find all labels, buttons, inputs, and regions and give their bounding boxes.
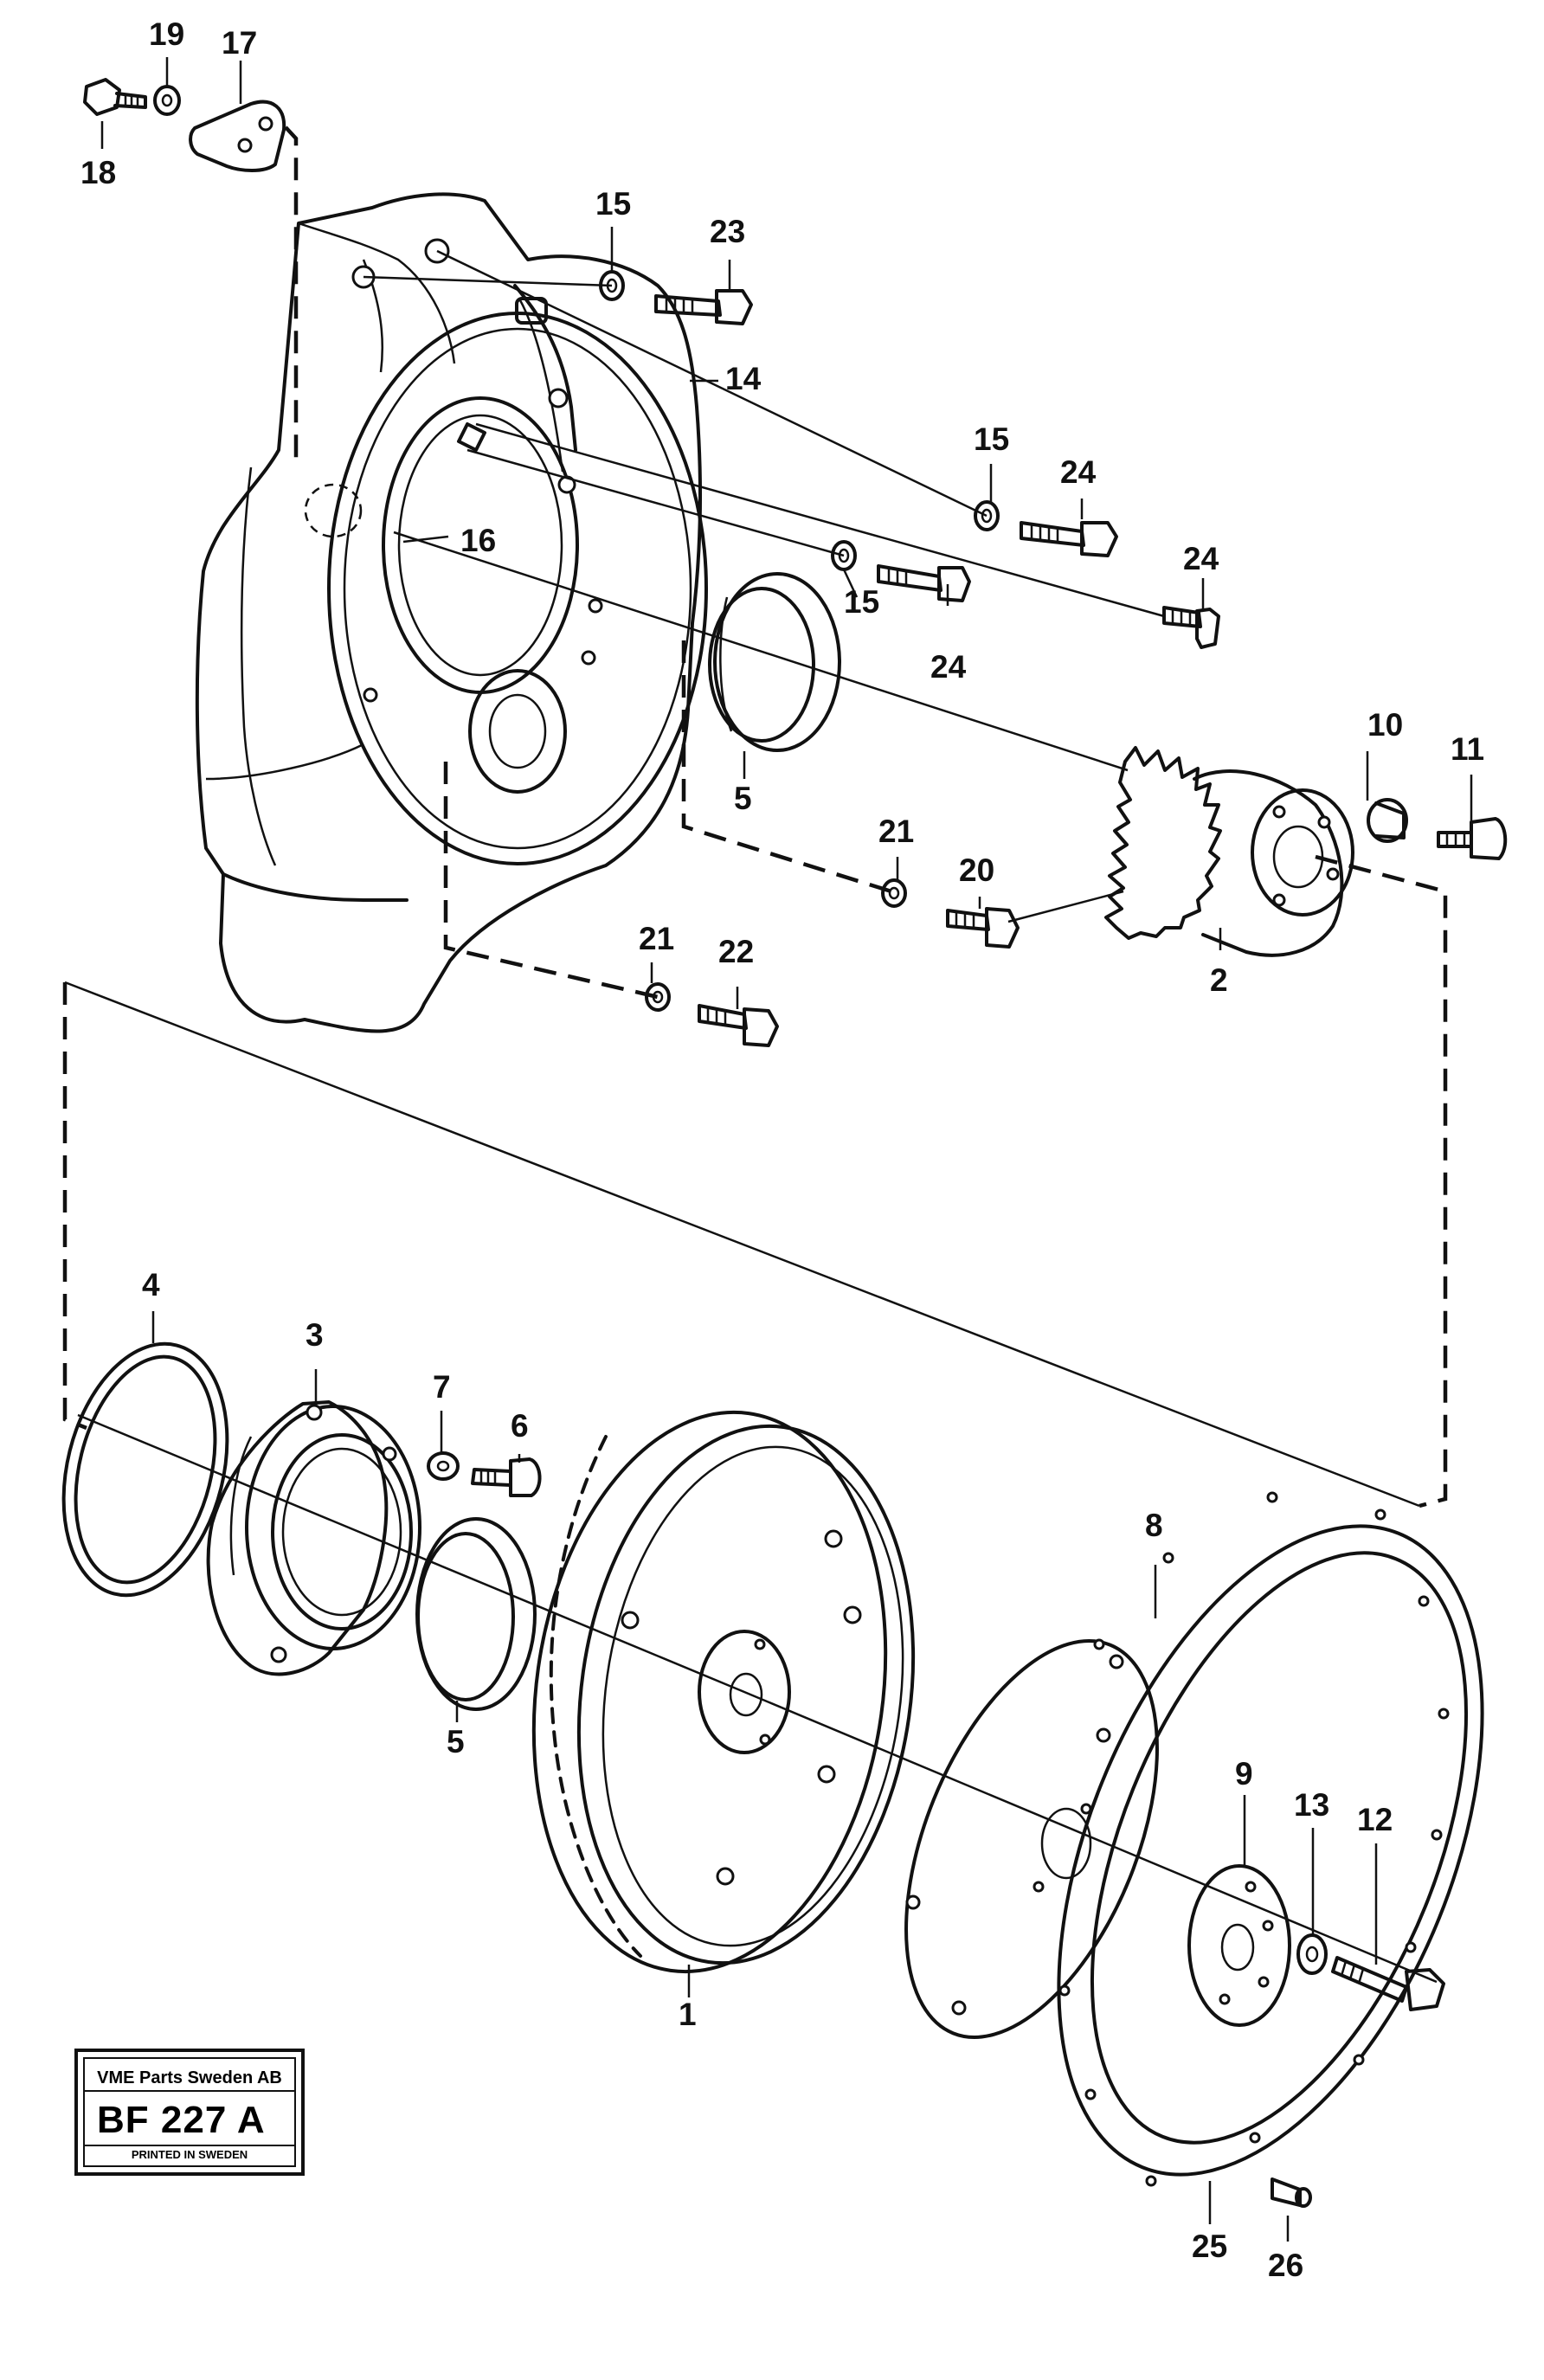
o-ring-4 bbox=[61, 1341, 229, 1598]
seal-ring-5-lower bbox=[415, 1517, 537, 1711]
callout-1: 1 bbox=[679, 1997, 697, 2032]
callout-13: 13 bbox=[1294, 1787, 1329, 1823]
plug-6 bbox=[471, 1457, 542, 1497]
title-stamp: VME Parts Sweden AB BF 227 A PRINTED IN … bbox=[74, 2049, 305, 2176]
callout-26: 26 bbox=[1268, 2248, 1303, 2283]
flywheel-housing bbox=[195, 192, 708, 1033]
callout-4: 4 bbox=[142, 1267, 160, 1303]
washer-19 bbox=[153, 85, 181, 116]
pin-26 bbox=[1271, 2177, 1312, 2208]
bolt-20 bbox=[946, 907, 1020, 949]
callout-15-low: 15 bbox=[844, 584, 879, 620]
callout-17: 17 bbox=[222, 25, 257, 61]
callout-5-lower: 5 bbox=[447, 1724, 465, 1759]
callout-2: 2 bbox=[1210, 962, 1228, 998]
flywheel-1 bbox=[531, 1410, 916, 1974]
callout-12: 12 bbox=[1357, 1802, 1393, 1837]
washer-21-upper bbox=[881, 878, 907, 908]
callout-9: 9 bbox=[1235, 1756, 1253, 1791]
callout-20: 20 bbox=[959, 852, 994, 888]
stamp-frame: VME Parts Sweden AB BF 227 A PRINTED IN … bbox=[83, 2057, 296, 2167]
callout-10: 10 bbox=[1367, 707, 1403, 743]
callout-labels: 19 17 18 15 23 14 15 24 24 16 15 24 5 21… bbox=[80, 16, 1484, 2283]
callout-24-mid: 24 bbox=[930, 649, 967, 685]
stamp-company: VME Parts Sweden AB bbox=[85, 2066, 294, 2092]
washer-7 bbox=[427, 1451, 460, 1481]
callout-24-upper: 24 bbox=[1060, 454, 1097, 490]
callout-5-upper: 5 bbox=[734, 781, 752, 816]
callout-8: 8 bbox=[1145, 1508, 1163, 1543]
seal-ring-5-upper bbox=[708, 572, 841, 752]
assembly-center-lines bbox=[64, 249, 1438, 1984]
gear-2 bbox=[1104, 746, 1354, 957]
bolt-23 bbox=[654, 289, 753, 325]
stamp-printed-in: PRINTED IN SWEDEN bbox=[85, 2145, 294, 2164]
callout-7: 7 bbox=[433, 1369, 451, 1405]
callout-22: 22 bbox=[718, 934, 754, 969]
bolt-11 bbox=[1437, 817, 1508, 860]
callout-19: 19 bbox=[149, 16, 184, 52]
bolt-12 bbox=[1331, 1956, 1445, 2011]
flex-plate-8 bbox=[904, 1639, 1159, 2039]
stamp-drawing-code: BF 227 A bbox=[97, 2099, 266, 2141]
leader-lines bbox=[100, 57, 1473, 2242]
washer-15-mid bbox=[974, 500, 1000, 531]
washer-13 bbox=[1296, 1933, 1328, 1975]
callout-6: 6 bbox=[511, 1408, 529, 1444]
bolt-24-upper bbox=[1020, 521, 1118, 557]
hub-9 bbox=[1187, 1864, 1291, 2027]
callout-11: 11 bbox=[1451, 731, 1484, 767]
callout-16: 16 bbox=[460, 523, 496, 558]
bolt-22 bbox=[698, 1004, 779, 1047]
callout-21-upper: 21 bbox=[878, 814, 914, 849]
callout-14: 14 bbox=[725, 361, 762, 396]
spacer-10 bbox=[1367, 798, 1408, 843]
bolt-24-right bbox=[1162, 606, 1220, 649]
assembly-dashed-lines bbox=[62, 125, 1448, 1508]
callout-24-right: 24 bbox=[1183, 541, 1219, 576]
callout-23: 23 bbox=[710, 214, 745, 249]
callout-21-lower: 21 bbox=[639, 921, 674, 956]
cover-plate bbox=[189, 100, 286, 172]
callout-15-mid: 15 bbox=[974, 421, 1009, 457]
bolt-18 bbox=[83, 78, 147, 116]
bearing-housing-3 bbox=[206, 1400, 421, 1676]
ring-25 bbox=[1057, 1491, 1484, 2187]
callout-25: 25 bbox=[1192, 2229, 1227, 2264]
callout-3: 3 bbox=[306, 1317, 324, 1353]
callout-15-top: 15 bbox=[595, 186, 631, 222]
callout-18: 18 bbox=[80, 155, 116, 190]
bolt-24-mid bbox=[877, 564, 971, 602]
